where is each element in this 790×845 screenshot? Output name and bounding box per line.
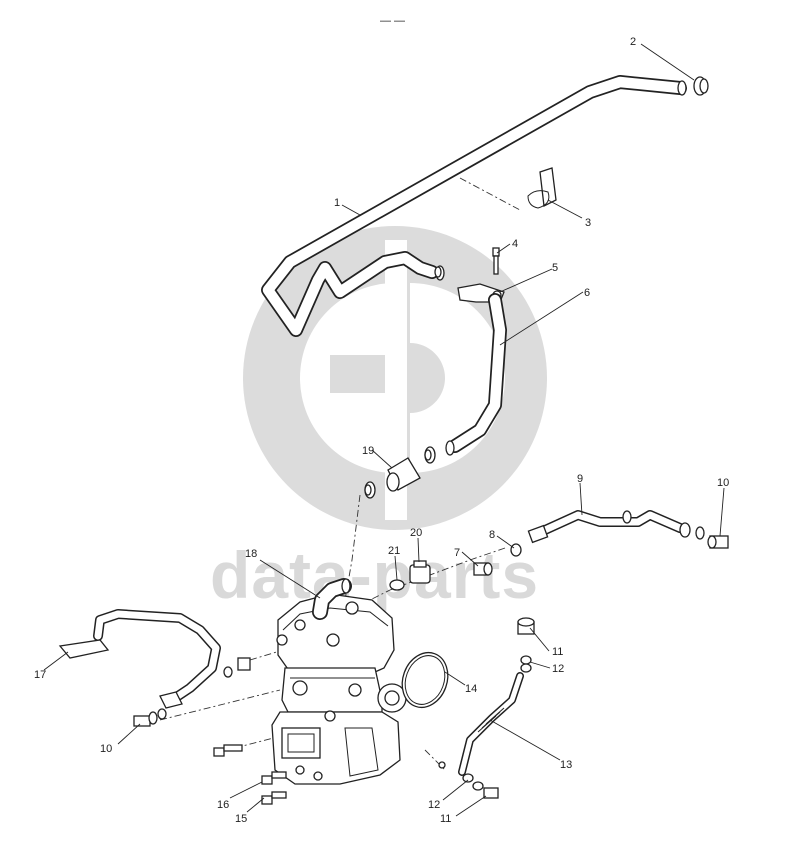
callout-19: 19 [362, 445, 374, 457]
assembly-line-hose [424, 749, 446, 771]
watermark-bar [330, 355, 395, 393]
callout-10-left: 10 [100, 743, 112, 755]
inlet-washer[interactable] [223, 666, 233, 678]
air-compressor[interactable] [271, 593, 407, 785]
flexible-hose[interactable] [458, 672, 524, 776]
callout-16: 16 [217, 799, 229, 811]
callout-numbers: 1 2 3 4 5 6 7 8 9 10 10 11 11 12 12 13 1… [34, 36, 729, 825]
small-plug[interactable] [438, 761, 446, 769]
hose-clip[interactable] [424, 446, 436, 464]
long-coolant-pipe[interactable] [261, 75, 687, 337]
callout-12-bottom: 12 [428, 799, 440, 811]
callout-15: 15 [235, 813, 247, 825]
assembly-line-screw [234, 734, 286, 749]
plug[interactable] [409, 560, 431, 584]
callout-12-top: 12 [552, 663, 564, 675]
callout-7: 7 [454, 547, 460, 559]
pipe1-end-opening [677, 80, 687, 96]
mounting-screw[interactable] [213, 744, 243, 757]
assembly-line-bolt10 [159, 689, 281, 721]
callout-leaders [43, 43, 725, 817]
delivery-pipe[interactable] [527, 510, 691, 544]
pipe-clips[interactable] [434, 265, 445, 281]
watermark-logo: data-parts [210, 226, 547, 612]
callout-4: 4 [512, 238, 518, 250]
mounting-bolt[interactable] [261, 771, 287, 805]
callout-21: 21 [388, 545, 400, 557]
inlet-pipe[interactable] [58, 609, 221, 709]
compressor-banjo-bolt[interactable] [133, 708, 167, 727]
pipe-bracket[interactable] [527, 167, 557, 209]
callout-2: 2 [630, 36, 636, 48]
elbow-clip[interactable] [364, 481, 376, 499]
washer[interactable] [510, 543, 522, 557]
sealing-washer[interactable] [389, 579, 405, 591]
callout-13: 13 [560, 759, 572, 771]
callout-1: 1 [334, 197, 340, 209]
o-ring-gasket[interactable] [395, 646, 455, 714]
watermark-center-gap [385, 240, 407, 520]
callout-11-bottom: 11 [440, 813, 451, 825]
callout-5: 5 [552, 262, 558, 274]
connector-sleeve[interactable] [386, 457, 421, 492]
inlet-nut[interactable] [237, 657, 251, 671]
elbow-fitting[interactable] [312, 578, 352, 620]
callout-9: 9 [577, 473, 583, 485]
callout-18: 18 [245, 548, 257, 560]
assembly-line-bracket [459, 177, 521, 211]
pipe-end-clamp[interactable] [693, 76, 709, 96]
hose-end-fitting[interactable] [462, 773, 499, 799]
callout-20: 20 [410, 527, 422, 539]
fitting-bolt[interactable] [517, 617, 535, 635]
top-mark: — — [380, 15, 405, 27]
callout-17: 17 [34, 669, 46, 681]
callout-14: 14 [465, 683, 477, 695]
callout-6: 6 [584, 287, 590, 299]
s-bend-pipe[interactable] [445, 293, 507, 456]
banjo-bolt[interactable] [695, 526, 729, 549]
callout-8: 8 [489, 529, 495, 541]
callout-3: 3 [585, 217, 591, 229]
callout-11-top: 11 [552, 646, 563, 658]
seal-ring-lower[interactable] [520, 663, 532, 673]
callout-10-right: 10 [717, 477, 729, 489]
seal-ring[interactable] [520, 655, 532, 665]
